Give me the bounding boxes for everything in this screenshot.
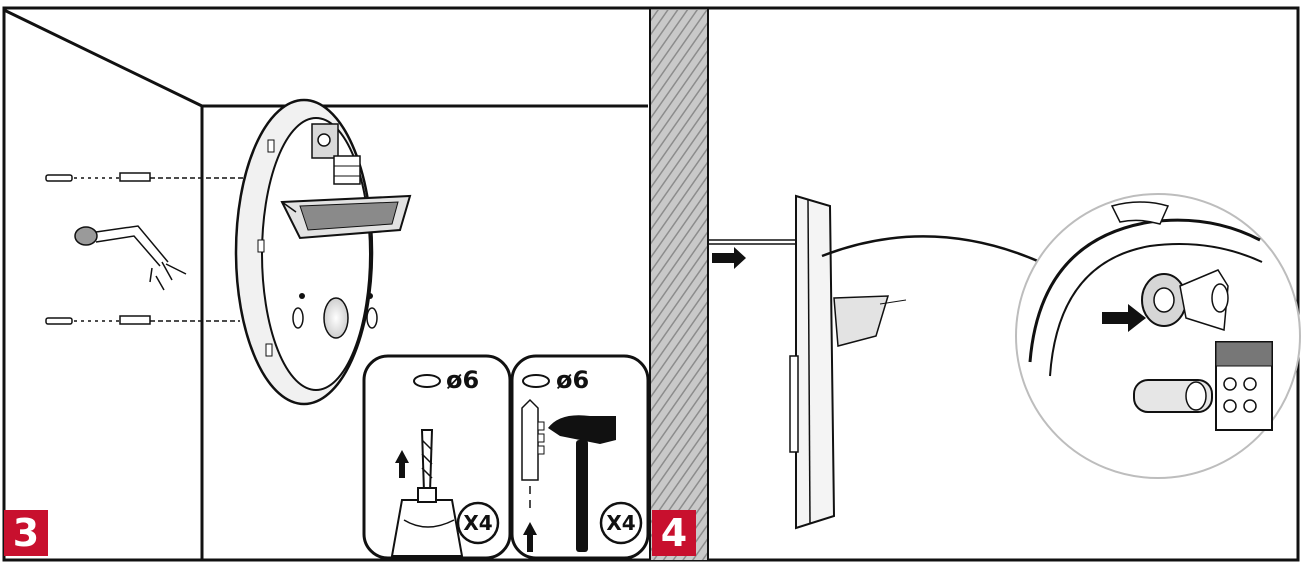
wall-light-baseplate [234, 98, 412, 406]
up-arrow-icon [395, 450, 409, 478]
lower-screw [45, 315, 240, 325]
detail-magnifier [1015, 193, 1301, 479]
plug-hammer-tool-box [510, 354, 650, 560]
right-arrow-icon [712, 247, 746, 269]
hammer-icon [548, 415, 616, 552]
drill-quantity-label: X4 [463, 511, 493, 535]
plug-diameter-label: ø6 [556, 366, 590, 394]
drill-icon [390, 429, 464, 557]
step-4-badge: 4 [652, 510, 696, 556]
cable-gland-icon [74, 225, 187, 291]
step-3-badge: 3 [4, 510, 48, 556]
up-arrow-icon [523, 522, 537, 552]
step-4-panel [651, 10, 1301, 560]
wall-plug-icon [521, 398, 545, 508]
drill-diameter-label: ø6 [446, 366, 480, 394]
plug-quantity-label: X4 [606, 511, 636, 535]
hole-diameter-icon [522, 374, 550, 388]
upper-screw [45, 172, 248, 182]
wall-light-side-view [708, 194, 1041, 530]
hole-diameter-icon [413, 374, 441, 388]
wall-section [651, 10, 707, 560]
right-arrow-icon [1102, 304, 1146, 332]
step-3-panel [3, 8, 650, 560]
wall-corner [3, 8, 648, 560]
drill-tool-box [362, 354, 512, 560]
